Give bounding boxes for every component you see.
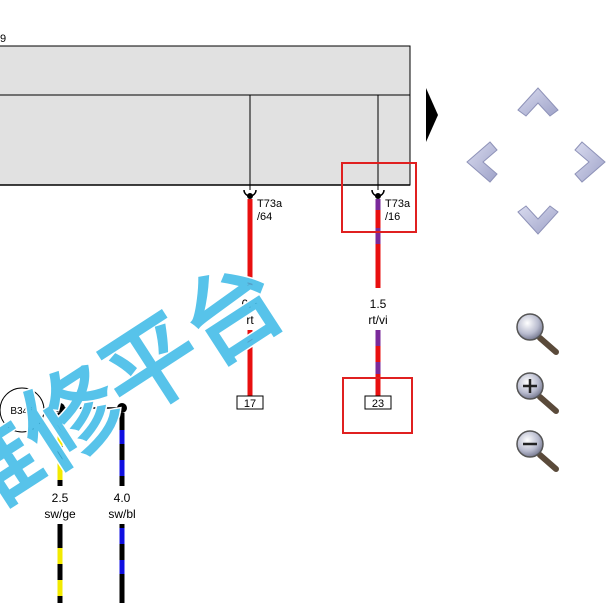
zoom-out-icon[interactable] (516, 430, 559, 472)
connector-pin-label-64: /64 (257, 211, 272, 223)
arrow-down-icon[interactable] (517, 205, 559, 235)
terminal-box-17 (236, 395, 264, 410)
component-circle-b347 (0, 387, 45, 433)
connector-pin-label-16: /16 (385, 211, 400, 223)
connector-label-t73a-64: T73a (257, 198, 283, 210)
highlight-box-connector-16 (341, 162, 417, 233)
highlight-box-terminal-23 (342, 377, 413, 434)
wire-gauge-4-0: 4.0 (114, 491, 131, 505)
component-label-b347: B347 (10, 406, 34, 417)
page-continue-arrow-icon[interactable] (426, 88, 438, 142)
wire-color-sw-ge: sw/ge (44, 507, 76, 521)
terminal-label-23: 23 (372, 398, 384, 410)
wire-color-sw-bl: sw/bl (108, 507, 135, 521)
arrow-left-icon[interactable] (466, 141, 498, 183)
arrow-up-icon[interactable] (517, 87, 559, 117)
connector-pin-64 (243, 189, 257, 199)
arrow-right-icon[interactable] (574, 141, 606, 183)
header-number: 9 (0, 33, 6, 45)
terminal-box-23 (364, 395, 392, 410)
watermark-text: 维修平台 (0, 243, 302, 542)
connector-label-t73a-16: T73a (385, 198, 411, 210)
connector-pin-16 (371, 189, 385, 199)
wire-color-rt: rt (246, 313, 254, 327)
wire-color-rt-vi: rt/vi (368, 313, 387, 327)
terminal-label-17: 17 (244, 398, 256, 410)
control-unit-panel-bottom (0, 94, 411, 186)
wire-gauge-1-5: 1.5 (370, 297, 387, 311)
zoom-icon[interactable] (516, 313, 559, 355)
control-unit-panel-top (0, 45, 411, 96)
zoom-in-icon[interactable] (516, 372, 559, 414)
wire-gauge-2-5: 2.5 (52, 491, 69, 505)
wire-gauge-0-5: 0.5 (242, 297, 259, 311)
